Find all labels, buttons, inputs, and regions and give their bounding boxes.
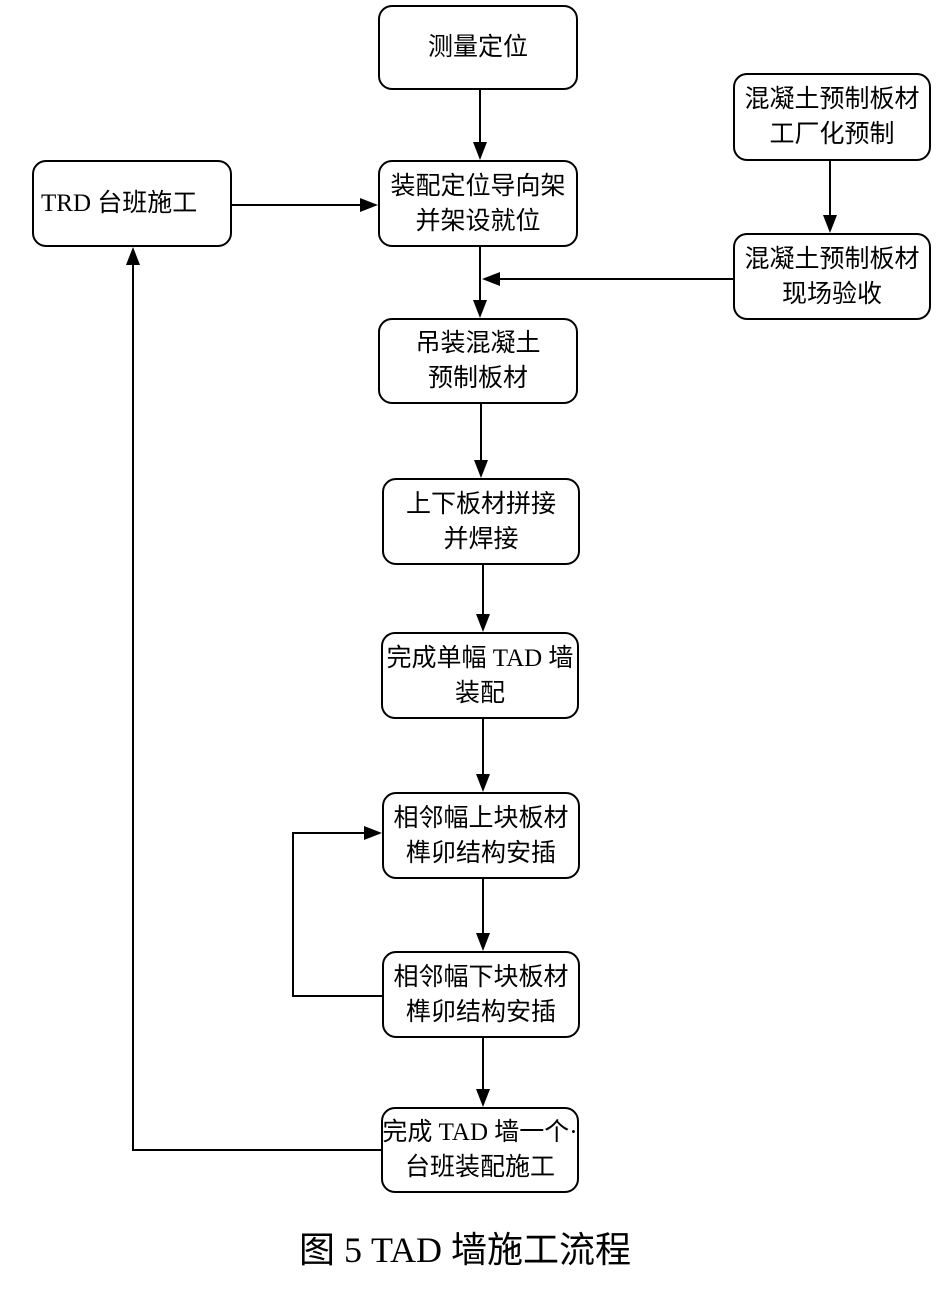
arrowhead xyxy=(476,1089,490,1107)
arrow-loop-lower-to-upper-mortise xyxy=(292,826,382,997)
node-splice-weld: 上下板材拼接 并焊接 xyxy=(382,478,580,565)
node-lower-mortise: 相邻幅下块板材 榫卯结构安插 xyxy=(382,951,580,1038)
node-label-line1: 吊装混凝土 xyxy=(415,330,541,357)
node-hoist-panels: 吊装混凝土 预制板材 xyxy=(378,318,578,404)
arrowhead xyxy=(476,774,490,792)
arrowhead xyxy=(823,215,837,233)
arrow-splice-to-single-wall xyxy=(476,565,490,632)
arrow-site-acceptance-to-main xyxy=(482,272,733,286)
arrowhead xyxy=(360,198,378,212)
node-label-line2: 榫卯结构安插 xyxy=(405,998,556,1026)
node-label-line2: 工厂化预制 xyxy=(769,121,895,148)
node-label-line2: 现场验收 xyxy=(781,280,882,308)
node-label-line1: 混凝土预制板材 xyxy=(744,245,920,273)
node-guide-frame: 装配定位导向架 并架设就位 xyxy=(378,160,578,247)
node-upper-mortise: 相邻幅上块板材 榫卯结构安插 xyxy=(382,792,580,879)
arrow-shift-done-to-trd xyxy=(126,247,381,1151)
arrow-measure-to-guide-frame xyxy=(473,90,487,160)
arrowhead xyxy=(474,460,488,478)
node-label-line1: 上下板材拼接 xyxy=(405,490,556,518)
node-site-acceptance: 混凝土预制板材 现场验收 xyxy=(733,233,931,320)
node-label-line1: 测量定位 xyxy=(427,34,528,61)
arrowhead xyxy=(126,247,140,265)
arrowhead xyxy=(473,142,487,160)
figure-caption: 图 5 TAD 墙施工流程 xyxy=(298,1230,632,1270)
arrow-single-wall-to-upper-mortise xyxy=(476,719,490,792)
node-shift-done: 完成 TAD 墙一个· 台班装配施工 xyxy=(381,1107,579,1193)
node-label-line1: 混凝土预制板材 xyxy=(744,86,920,113)
arrow-shaft xyxy=(132,264,381,1151)
node-label-line1: 完成 TAD 墙一个· xyxy=(382,1119,578,1146)
node-label-line1: 完成单幅 TAD 墙 xyxy=(386,644,574,672)
arrow-trd-to-guide-frame xyxy=(232,198,378,212)
arrowhead xyxy=(364,826,382,840)
node-measure-position: 测量定位 xyxy=(378,5,578,90)
arrowhead xyxy=(476,614,490,632)
node-label-line2: 榫卯结构安插 xyxy=(405,839,556,867)
node-label-line1: 相邻幅下块板材 xyxy=(393,963,569,991)
arrow-lower-mortise-to-shift-done xyxy=(476,1038,490,1107)
node-label-line2: 装配 xyxy=(454,679,505,707)
node-label-line1: 相邻幅上块板材 xyxy=(393,804,569,832)
arrow-shaft xyxy=(292,832,382,997)
node-label-line1: 装配定位导向架 xyxy=(390,172,566,200)
node-single-wall-done: 完成单幅 TAD 墙 装配 xyxy=(381,632,579,719)
node-label-line1: TRD 台班施工 xyxy=(41,190,198,217)
arrow-upper-to-lower-mortise xyxy=(476,879,490,951)
node-factory-prefab: 混凝土预制板材 工厂化预制 xyxy=(733,73,931,161)
node-label-line2: 台班装配施工 xyxy=(404,1154,555,1181)
arrow-guide-frame-to-hoist xyxy=(473,247,487,318)
arrow-factory-to-site-acceptance xyxy=(823,161,837,233)
arrowhead xyxy=(473,300,487,318)
arrowhead xyxy=(476,933,490,951)
node-label-line2: 并架设就位 xyxy=(415,207,541,235)
node-trd-shift: TRD 台班施工 xyxy=(32,160,232,247)
node-label-line2: 并焊接 xyxy=(443,525,519,553)
node-label-line2: 预制板材 xyxy=(427,365,528,392)
arrowhead xyxy=(482,272,500,286)
arrow-hoist-to-splice xyxy=(474,404,488,478)
